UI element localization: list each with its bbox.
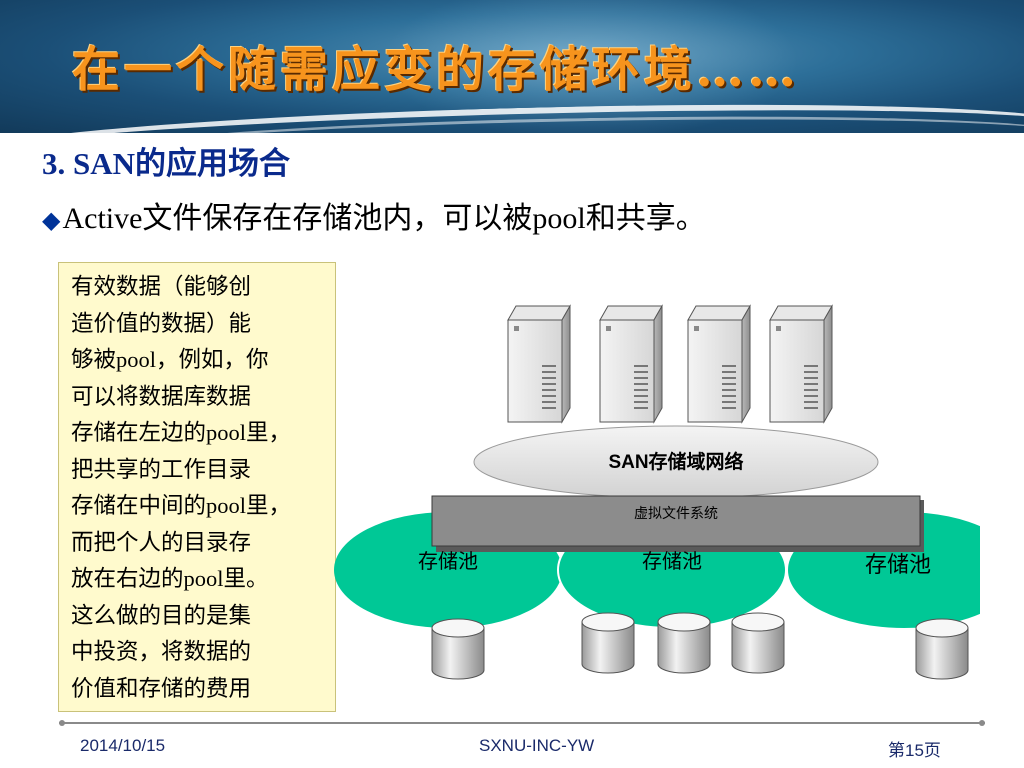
disk-icon <box>431 618 485 680</box>
bullet-line: ◆Active文件保存在存储池内，可以被pool和共享。 <box>42 193 706 237</box>
section-heading: 3. SAN的应用场合 <box>42 146 291 181</box>
server-icon <box>769 305 833 423</box>
bullet-text: Active文件保存在存储池内，可以被pool和共享。 <box>62 202 706 235</box>
server-icon <box>599 305 663 423</box>
divider-line <box>59 722 985 724</box>
san-diagram: SAN存储域网络 虚拟文件系统 存储池 存储池 存储池 <box>334 305 980 680</box>
banner-glow <box>380 0 800 133</box>
explanation-note: 有效数据（能够创 造价值的数据）能 够被pool，例如，你 可以将数据库数据 存… <box>58 262 336 712</box>
disk-icon <box>915 618 969 680</box>
virtual-file-system-label: 虚拟文件系统 <box>634 506 718 522</box>
storage-pool-right-label: 存储池 <box>865 553 931 578</box>
footer-org: SXNU-INC-YW <box>479 736 595 755</box>
storage-pool-left-label: 存储池 <box>418 549 478 573</box>
footer-page-number: 第15页 <box>888 741 941 760</box>
disk-icon <box>657 612 711 674</box>
san-network-label: SAN存储域网络 <box>608 450 743 473</box>
divider-dot-left <box>59 720 65 726</box>
server-icon <box>507 305 571 423</box>
disk-icon <box>581 612 635 674</box>
disk-icon <box>731 612 785 674</box>
diamond-bullet-icon: ◆ <box>42 208 61 234</box>
virtual-file-system-bar <box>431 495 921 547</box>
storage-pool-middle-label: 存储池 <box>642 549 702 573</box>
title-banner: 在一个随需应变的存储环境…… <box>0 0 1024 133</box>
footer-divider <box>59 720 985 726</box>
slide-title: 在一个随需应变的存储环境…… <box>72 42 801 98</box>
footer-date: 2014/10/15 <box>80 736 166 755</box>
divider-dot-right <box>979 720 985 726</box>
server-icon <box>687 305 751 423</box>
